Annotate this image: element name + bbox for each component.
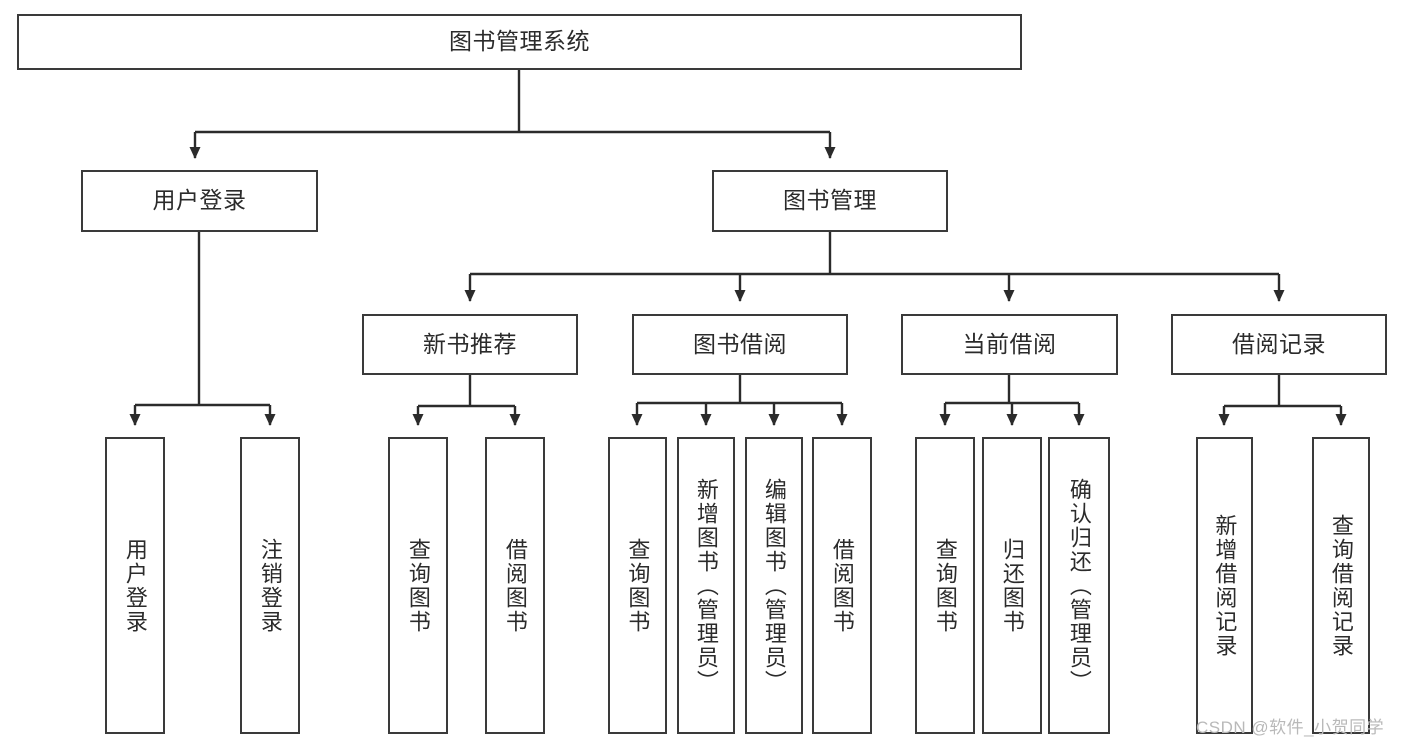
node-label: 用户登录	[152, 187, 247, 214]
node-user-login[interactable]: 用户登录	[81, 170, 318, 232]
node-borrow-records[interactable]: 借阅记录	[1171, 314, 1387, 375]
csdn-watermark: CSDN @软件_小贺同学	[1196, 718, 1385, 737]
node-label: 借阅记录	[1232, 330, 1326, 357]
leaf-borrow-edit-book-admin[interactable]: 编辑图书（管理员）	[745, 437, 803, 734]
node-label: 注销登录	[257, 537, 283, 634]
node-label: 编辑图书（管理员）	[761, 477, 787, 694]
node-new-book-recommend[interactable]: 新书推荐	[362, 314, 578, 375]
leaf-current-confirm-return-admin[interactable]: 确认归还（管理员）	[1048, 437, 1110, 734]
node-label: 新增借阅记录	[1212, 513, 1238, 658]
node-current-borrow[interactable]: 当前借阅	[901, 314, 1118, 375]
node-label: 借阅图书	[502, 537, 528, 634]
node-label: 查询图书	[932, 537, 958, 634]
node-label: 借阅图书	[829, 537, 855, 634]
node-label: 当前借阅	[962, 330, 1057, 357]
leaf-borrow-query-books[interactable]: 查询图书	[608, 437, 667, 734]
leaf-records-add-record[interactable]: 新增借阅记录	[1196, 437, 1253, 734]
node-label: 图书借阅	[693, 330, 787, 357]
node-label: 查询借阅记录	[1328, 513, 1354, 658]
leaf-borrow-borrow-books[interactable]: 借阅图书	[812, 437, 872, 734]
leaf-user-login-logout[interactable]: 注销登录	[240, 437, 300, 734]
node-label: 确认归还（管理员）	[1066, 477, 1092, 694]
node-label: 查询图书	[405, 537, 431, 634]
leaf-recommend-borrow-books[interactable]: 借阅图书	[485, 437, 545, 734]
node-book-management[interactable]: 图书管理	[712, 170, 948, 232]
node-root-book-management-system[interactable]: 图书管理系统	[17, 14, 1022, 70]
node-book-borrow[interactable]: 图书借阅	[632, 314, 848, 375]
node-label: 新增图书（管理员）	[693, 477, 719, 694]
leaf-borrow-add-book-admin[interactable]: 新增图书（管理员）	[677, 437, 735, 734]
node-label: 图书管理	[783, 187, 877, 214]
node-label: 归还图书	[999, 537, 1025, 634]
node-label: 图书管理系统	[449, 28, 590, 55]
node-label: 查询图书	[625, 537, 651, 634]
leaf-current-return-books[interactable]: 归还图书	[982, 437, 1042, 734]
leaf-current-query-books[interactable]: 查询图书	[915, 437, 975, 734]
leaf-user-login-login[interactable]: 用户登录	[105, 437, 165, 734]
node-label: 用户登录	[122, 537, 148, 634]
leaf-recommend-query-books[interactable]: 查询图书	[388, 437, 448, 734]
node-label: 新书推荐	[423, 330, 517, 357]
leaf-records-query-record[interactable]: 查询借阅记录	[1312, 437, 1370, 734]
